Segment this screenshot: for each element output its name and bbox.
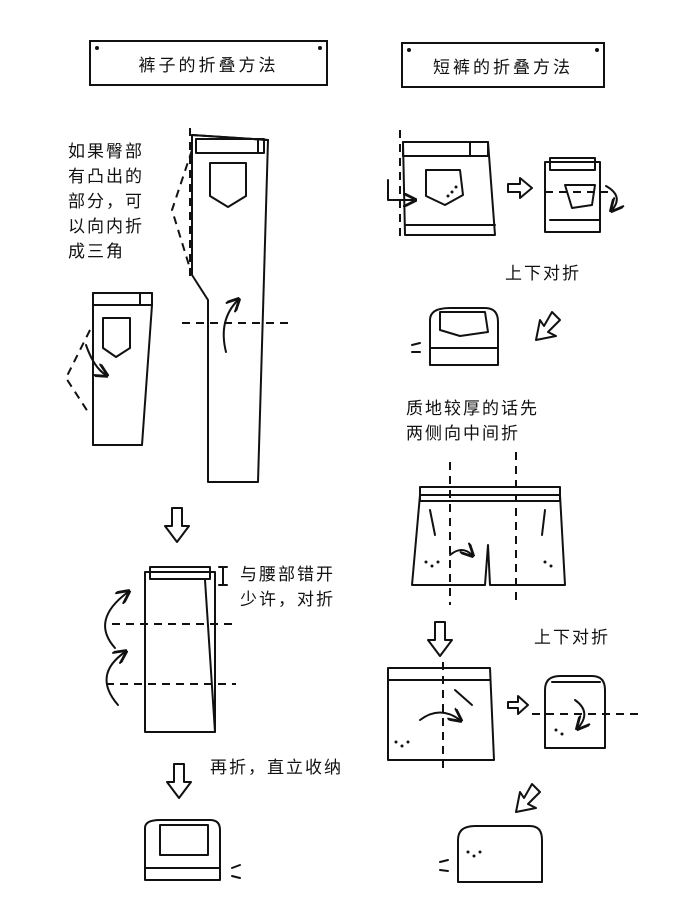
note-waist-line: 与腰部错开	[240, 565, 335, 585]
shorts-title: 短裤的折叠方法	[401, 42, 605, 88]
note-fold-2: 上下对折	[534, 628, 610, 648]
shorts-full	[387, 130, 496, 242]
arrow-down-icon	[427, 621, 453, 657]
pants-triangle-fold	[64, 292, 153, 446]
note-waist: 与腰部错开 少许，对折	[240, 563, 335, 613]
arrow-right-icon	[507, 695, 529, 715]
shorts-rolled	[411, 307, 499, 366]
note-thick-line: 质地较厚的话先	[406, 399, 539, 419]
note-triangle-line: 如果臀部	[68, 142, 144, 162]
pants-title: 裤子的折叠方法	[89, 40, 328, 86]
arrow-down-icon	[166, 763, 192, 799]
arrow-right-icon	[507, 177, 533, 199]
note-triangle-line: 以向内折	[68, 217, 144, 237]
pants-half-fold	[104, 566, 236, 733]
note-triangle-line: 部分，可	[68, 192, 144, 212]
note-triangle-line: 有凸出的	[68, 167, 144, 187]
shorts-stored	[439, 825, 543, 883]
pants-stored	[144, 819, 241, 881]
note-triangle: 如果臀部 有凸出的 部分，可 以向内折 成三角	[68, 140, 144, 265]
shorts-side-fold	[544, 157, 617, 233]
note-thick-line: 两侧向中间折	[406, 424, 520, 444]
note-fold-1: 上下对折	[505, 264, 581, 284]
arrow-down-icon	[164, 507, 190, 543]
arrow-down-left-icon	[535, 311, 561, 341]
shorts-half-fold	[532, 675, 640, 749]
pants-full	[170, 128, 294, 483]
note-triangle-line: 成三角	[68, 242, 125, 262]
shorts-wide	[411, 452, 566, 605]
arrow-down-left-icon	[515, 783, 541, 813]
note-waist-line: 少许，对折	[240, 590, 335, 610]
note-final: 再折，直立收纳	[210, 758, 343, 778]
note-thick: 质地较厚的话先 两侧向中间折	[406, 397, 539, 447]
shorts-center-fold	[387, 662, 495, 770]
